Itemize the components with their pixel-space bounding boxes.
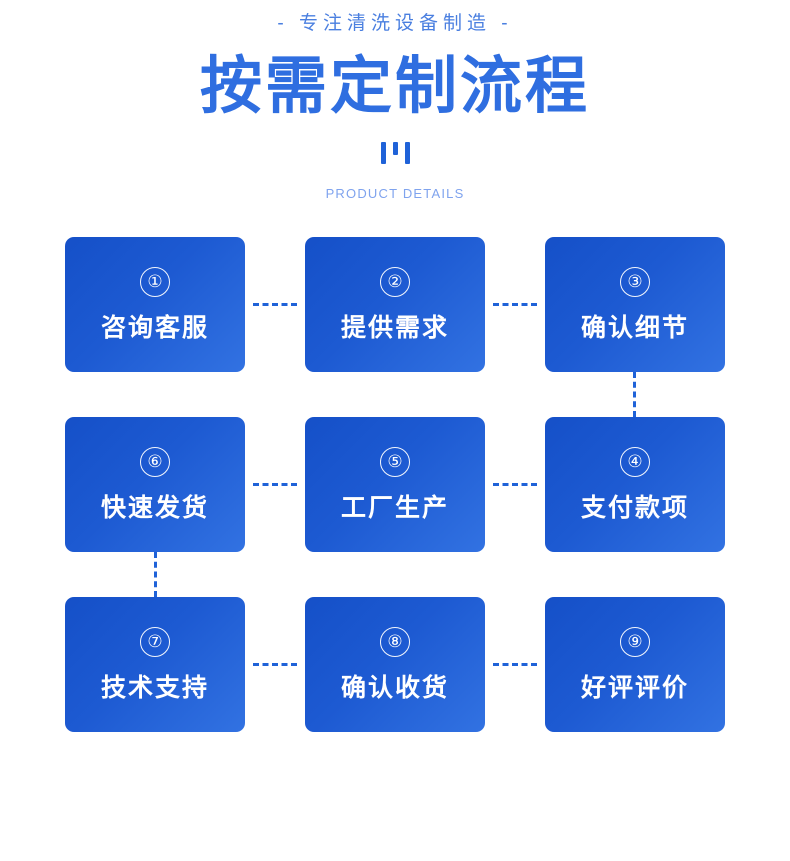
flow-card-2-label: 提供需求: [340, 313, 449, 342]
flow-card-5[interactable]: ⑤ 工厂生产: [305, 417, 485, 552]
flow-card-7-number: ⑦: [140, 626, 170, 657]
page-title: 按需定制流程: [199, 52, 590, 121]
flow-card-6[interactable]: ⑥ 快速发货: [65, 417, 245, 552]
flow-card-7-label: 技术支持: [100, 673, 209, 702]
process-flow-diagram: ① 咨询客服 ② 提供需求 ③ 确认细节 ⑥ 快速发货 ⑤: [65, 237, 725, 732]
connector-2-to-3: [493, 303, 537, 306]
connector-8-to-9: [493, 663, 537, 666]
connector-6-to-7: [154, 552, 157, 597]
divider-bar-left-icon: [380, 142, 386, 164]
flow-card-4[interactable]: ④ 支付款项: [545, 417, 725, 552]
flow-card-5-number: ⑤: [380, 446, 410, 477]
flow-card-6-label: 快速发货: [100, 493, 209, 522]
flow-card-9[interactable]: ⑨ 好评评价: [545, 597, 725, 732]
flow-card-2[interactable]: ② 提供需求: [305, 237, 485, 372]
connector-1-to-2: [253, 303, 297, 306]
flow-row-2: ⑥ 快速发货 ⑤ 工厂生产 ④ 支付款项: [65, 417, 725, 597]
flow-card-7[interactable]: ⑦ 技术支持: [65, 597, 245, 732]
connector-7-to-8: [253, 663, 297, 666]
flow-card-1-number: ①: [140, 266, 170, 297]
page-header: - 专注清洗设备制造 - 按需定制流程 PRODUCT DETAILS: [0, 0, 790, 201]
flow-card-9-number: ⑨: [620, 626, 650, 657]
flow-card-9-label: 好评评价: [580, 673, 689, 702]
flow-card-4-number: ④: [620, 446, 650, 477]
flow-card-1[interactable]: ① 咨询客服: [65, 237, 245, 372]
flow-card-3-number: ③: [620, 266, 650, 297]
flow-card-2-number: ②: [380, 266, 410, 297]
tagline: - 专注清洗设备制造 -: [277, 13, 513, 34]
flow-row-3: ⑦ 技术支持 ⑧ 确认收货 ⑨ 好评评价: [65, 597, 725, 732]
connector-5-to-6: [253, 483, 297, 486]
page-subtitle: PRODUCT DETAILS: [325, 186, 465, 201]
flow-card-8-number: ⑧: [380, 626, 410, 657]
flow-card-8-label: 确认收货: [340, 673, 449, 702]
flow-card-8[interactable]: ⑧ 确认收货: [305, 597, 485, 732]
connector-3-to-4: [633, 372, 636, 417]
flow-row-1: ① 咨询客服 ② 提供需求 ③ 确认细节: [65, 237, 725, 417]
flow-card-3-label: 确认细节: [580, 313, 689, 342]
flow-card-5-label: 工厂生产: [340, 493, 449, 522]
flow-card-1-label: 咨询客服: [100, 313, 209, 342]
divider-bars-ornament: [0, 142, 790, 168]
flow-card-4-label: 支付款项: [580, 493, 689, 522]
divider-bar-middle-icon: [392, 142, 398, 155]
divider-bar-right-icon: [404, 142, 410, 164]
connector-4-to-5: [493, 483, 537, 486]
flow-card-3[interactable]: ③ 确认细节: [545, 237, 725, 372]
flow-card-6-number: ⑥: [140, 446, 170, 477]
